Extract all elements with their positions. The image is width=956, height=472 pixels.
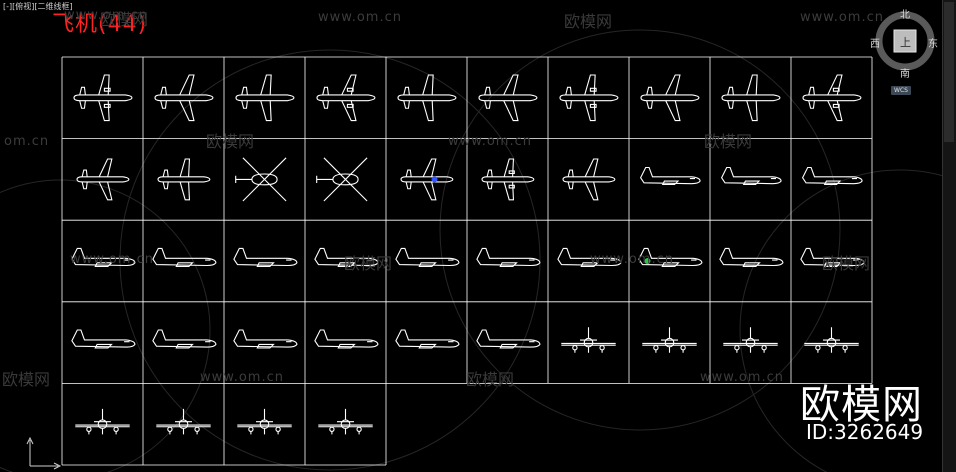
aircraft-plan-view	[154, 74, 214, 122]
aircraft-front-view	[75, 408, 130, 435]
watermark-brand: 欧模网	[704, 132, 753, 151]
aircraft-plan-view	[397, 74, 457, 122]
viewport-controls-label[interactable]: [-][俯视][二维线框]	[3, 2, 73, 11]
ucs-axes-icon	[26, 436, 62, 470]
watermark-url: om.cn	[4, 134, 50, 149]
compass-south[interactable]: 南	[900, 69, 910, 80]
aircraft-plan-view	[478, 74, 538, 122]
aircraft-side-view	[152, 247, 217, 267]
aircraft-side-view	[557, 247, 622, 267]
blue-marker	[431, 176, 438, 183]
aircraft-side-view	[314, 247, 379, 267]
aircraft-plan-view	[73, 74, 133, 122]
aircraft-plan-view	[235, 74, 295, 122]
drawing-title: 飞机(44)	[52, 12, 148, 37]
aircraft-front-view	[723, 327, 778, 353]
watermark-url: www.om.cn	[318, 10, 402, 25]
aircraft-front-view	[642, 327, 697, 353]
watermark-brand: 欧模网	[2, 370, 51, 389]
aircraft-symbols	[71, 74, 865, 435]
aircraft-side-view	[395, 247, 460, 267]
aircraft-plan-view	[640, 74, 700, 122]
aircraft-plan-view	[76, 158, 130, 201]
watermark-url: www.om.cn	[200, 370, 284, 385]
aircraft-side-view	[71, 329, 136, 349]
watermark-brand: 欧模网	[344, 254, 393, 273]
watermark-brand: 欧模网	[564, 12, 613, 31]
helicopter-plan-view	[235, 157, 287, 202]
aircraft-plan-view	[802, 74, 862, 122]
aircraft-side-view	[720, 166, 782, 186]
aircraft-side-view	[639, 166, 701, 186]
helicopter-plan-view	[316, 157, 368, 202]
watermark-url: www.om.cn	[70, 252, 154, 267]
brand-logo-text: 欧模网	[800, 382, 923, 428]
aircraft-front-view	[561, 327, 616, 353]
watermark-brand: 欧模网	[100, 10, 149, 29]
aircraft-side-view	[800, 247, 865, 267]
aircraft-plan-view	[400, 158, 454, 201]
watermark-url: www.om.cn	[64, 8, 148, 23]
aircraft-front-view	[318, 408, 373, 435]
model-id: ID:3262649	[806, 420, 924, 444]
watermark-brand: 欧模网	[466, 370, 515, 389]
symbol-table-grid	[61, 56, 873, 466]
compass-west[interactable]: 西	[870, 39, 880, 50]
watermark-url: www.om.cn	[590, 252, 674, 267]
watermark-brand: 欧模网	[206, 132, 255, 151]
compass-east[interactable]: 东	[928, 39, 938, 50]
aircraft-plan-view	[562, 158, 616, 201]
watermark-brand: 欧模网	[822, 254, 871, 273]
aircraft-side-view	[476, 247, 541, 267]
green-marker	[644, 258, 651, 264]
viewcube[interactable]: 北 西 东 南 上	[870, 6, 940, 86]
aircraft-front-view	[237, 408, 292, 435]
watermark-url: www.om.cn	[800, 10, 884, 25]
watermark-arcs	[0, 29, 956, 472]
aircraft-plan-view	[157, 158, 211, 201]
watermark-url: www.om.cn	[448, 134, 532, 149]
aircraft-front-view	[804, 327, 859, 353]
aircraft-side-view	[233, 247, 298, 267]
aircraft-front-view	[156, 408, 211, 435]
aircraft-side-view	[233, 329, 298, 349]
viewcube-ring-icon	[875, 11, 935, 71]
aircraft-side-view	[476, 329, 541, 349]
viewcube-top-face[interactable]: 上	[900, 36, 911, 49]
aircraft-plan-view	[721, 74, 781, 122]
compass-north[interactable]: 北	[900, 10, 910, 21]
wcs-menu-button[interactable]: WCS	[891, 86, 911, 95]
aircraft-side-view	[152, 329, 217, 349]
aircraft-side-view	[638, 247, 703, 267]
scrollbar-thumb[interactable]	[944, 2, 954, 142]
aircraft-side-view	[719, 247, 784, 267]
watermark-url: www.om.cn	[700, 370, 784, 385]
aircraft-plan-view	[559, 74, 619, 122]
aircraft-plan-view	[316, 74, 376, 122]
aircraft-side-view	[801, 166, 863, 186]
aircraft-plan-view	[481, 158, 535, 201]
aircraft-side-view	[395, 329, 460, 349]
aircraft-side-view	[71, 247, 136, 267]
aircraft-side-view	[314, 329, 379, 349]
